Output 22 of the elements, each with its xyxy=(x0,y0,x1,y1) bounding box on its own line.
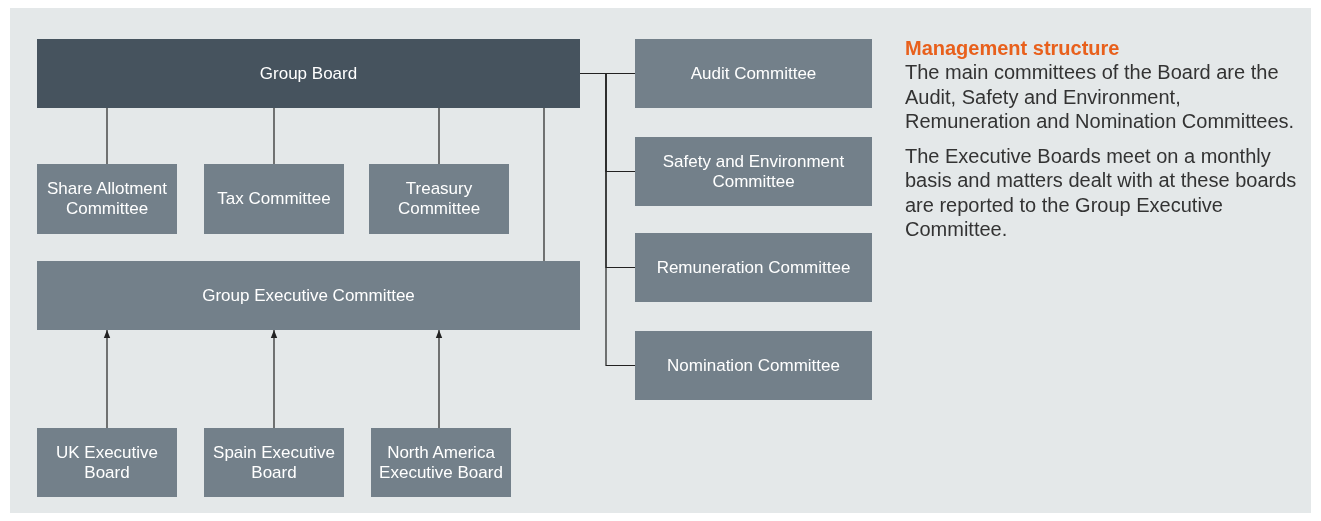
connector-line xyxy=(106,107,108,165)
committee-box: Share Allotment Committee xyxy=(37,164,177,234)
committee-box: Nomination Committee xyxy=(635,331,872,400)
committee-box: Group Board xyxy=(37,39,580,108)
connector-line xyxy=(438,107,440,165)
arrow xyxy=(435,329,443,429)
connector-line xyxy=(543,107,545,262)
committee-box: Remuneration Committee xyxy=(635,233,872,302)
committee-box: Tax Committee xyxy=(204,164,344,234)
committee-box: North America Executive Board xyxy=(371,428,511,497)
heading: Management structure xyxy=(905,36,1121,60)
committee-box: Group Executive Committee xyxy=(37,261,580,330)
committee-box: UK Executive Board xyxy=(37,428,177,497)
committee-box: Spain Executive Board xyxy=(204,428,344,497)
committee-box: Treasury Committee xyxy=(369,164,509,234)
paragraph: The main committees of the Board are the Audit, Safety and Environment, Remuneration and Nomination Committees. xyxy=(905,60,1296,134)
arrow xyxy=(103,329,111,429)
committee-box: Safety and Environment Committee xyxy=(635,137,872,206)
paragraph: The Executive Boards meet on a monthly basis and matters dealt with at these boards are reported to the Group Executive Committee. xyxy=(905,143,1298,242)
connector-line xyxy=(273,107,275,165)
arrow xyxy=(270,329,278,429)
committee-box: Audit Committee xyxy=(635,39,872,108)
